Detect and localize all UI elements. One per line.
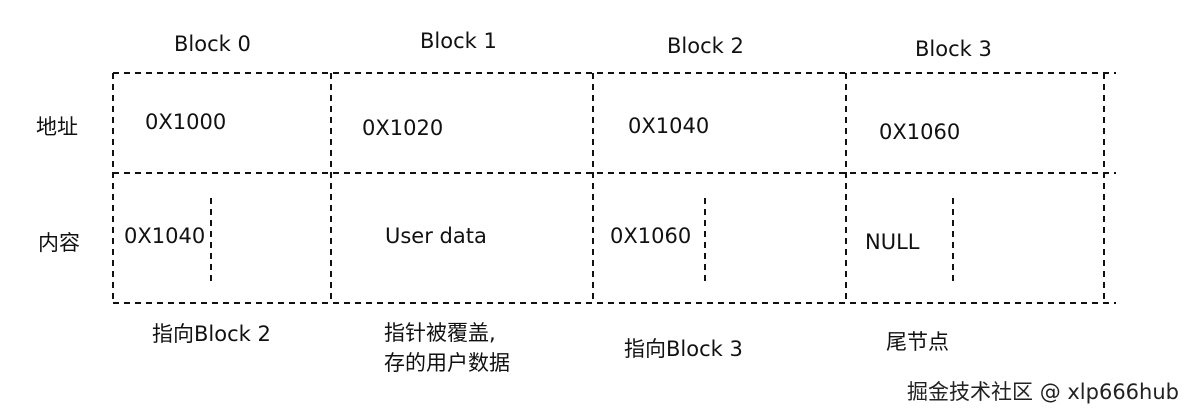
block-0-content: 0X1040 bbox=[124, 224, 206, 248]
block-1-address: 0X1020 bbox=[362, 116, 444, 140]
block-3-header: Block 3 bbox=[915, 37, 992, 61]
block-2-header: Block 2 bbox=[667, 34, 744, 58]
watermark: 掘金技术社区 @ xlp666hub bbox=[907, 380, 1179, 404]
block-0-address: 0X1000 bbox=[145, 110, 227, 134]
block-1-note: 指针被覆盖, 存的用户数据 bbox=[384, 318, 510, 378]
block-0-header: Block 0 bbox=[174, 32, 251, 56]
block-2-note: 指向Block 3 bbox=[624, 339, 743, 360]
block-2-address: 0X1040 bbox=[628, 114, 710, 138]
block-3-content: NULL bbox=[865, 230, 920, 254]
block-0-note: 指向Block 2 bbox=[152, 324, 271, 345]
block-3-note-line-1: 尾节点 bbox=[886, 330, 949, 354]
block-3-address: 0X1060 bbox=[879, 120, 961, 144]
block-1-note-line-2: 存的用户数据 bbox=[384, 351, 510, 375]
row-label-content: 内容 bbox=[38, 231, 80, 255]
row-label-address: 地址 bbox=[36, 115, 78, 139]
block-0-note-line-1: 指向Block 2 bbox=[152, 322, 271, 346]
block-2-note-line-1: 指向Block 3 bbox=[624, 337, 743, 361]
block-2-content: 0X1060 bbox=[610, 224, 692, 248]
block-3-note: 尾节点 bbox=[886, 332, 949, 353]
block-1-content: User data bbox=[385, 224, 487, 248]
block-1-header: Block 1 bbox=[420, 29, 497, 53]
block-1-note-line-1: 指针被覆盖, bbox=[384, 321, 496, 345]
